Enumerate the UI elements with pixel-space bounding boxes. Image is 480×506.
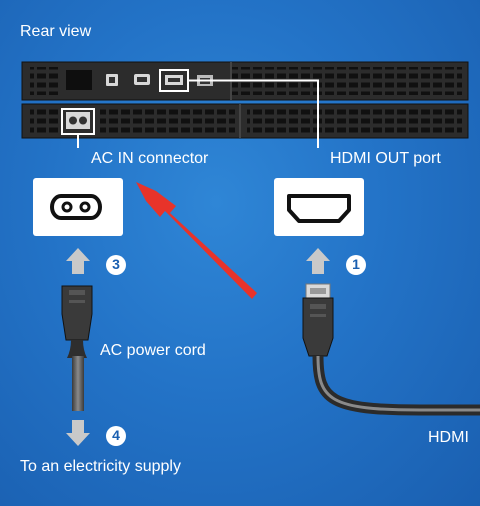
hdmi-out-port-label: HDMI OUT port [330, 150, 441, 167]
ac-in-highlight [61, 108, 95, 148]
arrow-up-hdmi [306, 248, 330, 274]
step-number-4: 4 [112, 427, 120, 443]
arrow-down-supply [66, 420, 90, 446]
hdmi-out-port-card [274, 178, 364, 236]
step-badge-3 [106, 255, 126, 275]
electricity-supply-label: To an electricity supply [20, 458, 181, 475]
step-number-1: 1 [352, 256, 360, 272]
ac-in-connector-label: AC IN connector [91, 150, 209, 167]
ac-in-connector-card [33, 178, 123, 236]
step-badge-1 [346, 255, 366, 275]
pointer-arrow [136, 182, 257, 299]
hdmi-cable [302, 283, 480, 416]
arrow-up-power [66, 248, 90, 274]
hdmi-label: HDMI [428, 429, 469, 446]
hdmi-port-highlight [159, 69, 319, 148]
ac-power-cord-label: AC power cord [100, 342, 206, 359]
console-rear [21, 61, 469, 139]
step-number-3: 3 [112, 256, 120, 272]
ac-power-cord [61, 285, 93, 411]
rear-view-title: Rear view [20, 23, 92, 40]
step-badge-4 [106, 426, 126, 446]
